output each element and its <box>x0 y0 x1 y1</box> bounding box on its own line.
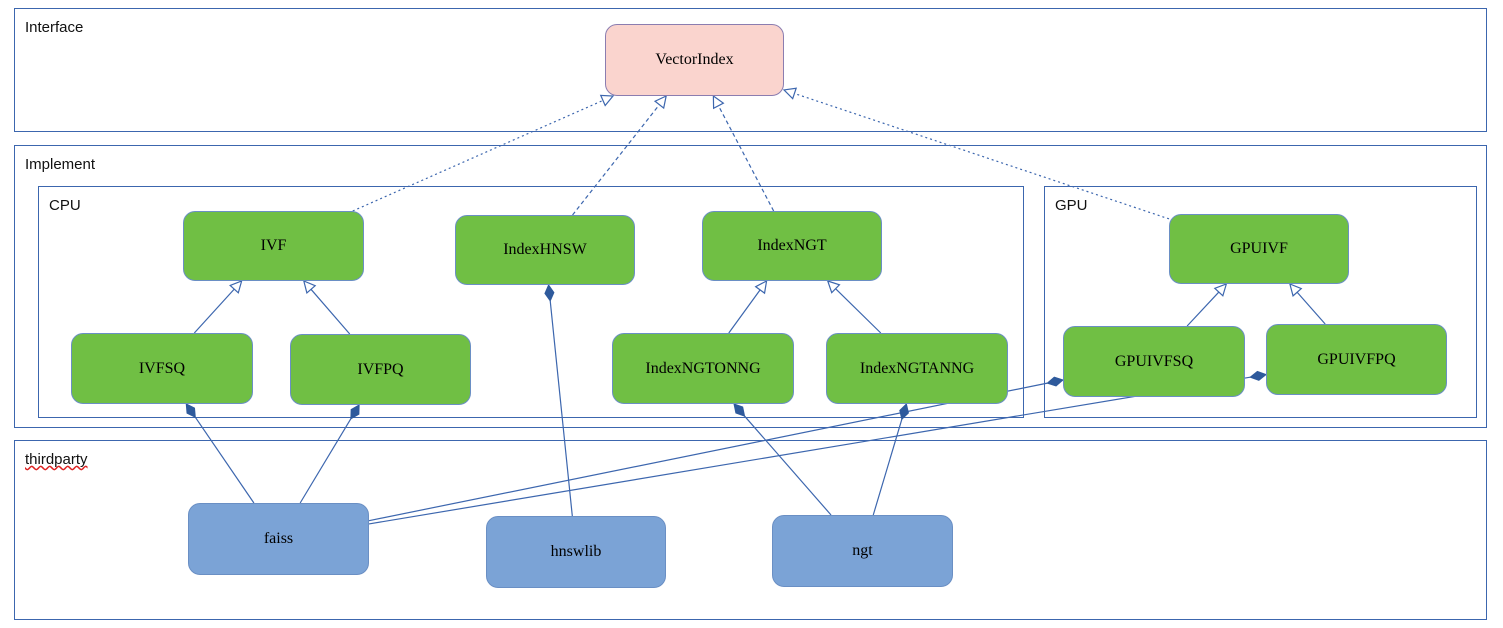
node-ngt[interactable]: ngt <box>772 515 953 587</box>
node-label-faiss: faiss <box>263 530 294 548</box>
node-label-hnswlib: hnswlib <box>550 543 602 561</box>
node-faiss[interactable]: faiss <box>188 503 369 575</box>
node-indexngt[interactable]: IndexNGT <box>702 211 882 281</box>
node-label-ivfpq: IVFPQ <box>357 360 404 378</box>
node-gpuivfpq[interactable]: GPUIVFPQ <box>1266 324 1447 395</box>
group-label-thirdparty: thirdparty <box>25 451 88 468</box>
node-indexhnsw[interactable]: IndexHNSW <box>455 215 635 285</box>
node-label-indexngtanng: IndexNGTANNG <box>859 359 975 377</box>
node-label-gpuivf: GPUIVF <box>1230 240 1288 258</box>
node-label-indexhnsw: IndexHNSW <box>503 241 587 259</box>
node-hnswlib[interactable]: hnswlib <box>486 516 666 588</box>
node-ivfsq[interactable]: IVFSQ <box>71 333 253 404</box>
node-ivfpq[interactable]: IVFPQ <box>290 334 471 405</box>
node-label-ngt: ngt <box>852 542 873 560</box>
group-label-implement: Implement <box>25 156 96 173</box>
node-label-ivfsq: IVFSQ <box>138 359 186 377</box>
node-label-indexngt: IndexNGT <box>757 237 827 255</box>
node-vectorindex[interactable]: VectorIndex <box>605 24 784 96</box>
group-label-gpu: GPU <box>1055 197 1088 214</box>
node-ivf[interactable]: IVF <box>183 211 364 281</box>
node-indexngtonng[interactable]: IndexNGTONNG <box>612 333 794 404</box>
group-gpu <box>1044 186 1477 418</box>
node-label-gpuivfsq: GPUIVFSQ <box>1114 352 1194 370</box>
node-label-gpuivfpq: GPUIVFPQ <box>1317 350 1396 368</box>
node-label-vectorindex: VectorIndex <box>655 51 734 69</box>
group-label-interface: Interface <box>25 19 84 36</box>
node-label-indexngtonng: IndexNGTONNG <box>645 359 761 377</box>
group-label-cpu: CPU <box>49 197 81 214</box>
node-indexngtanng[interactable]: IndexNGTANNG <box>826 333 1008 404</box>
node-gpuivf[interactable]: GPUIVF <box>1169 214 1349 284</box>
node-gpuivfsq[interactable]: GPUIVFSQ <box>1063 326 1245 397</box>
node-label-ivf: IVF <box>260 237 287 255</box>
